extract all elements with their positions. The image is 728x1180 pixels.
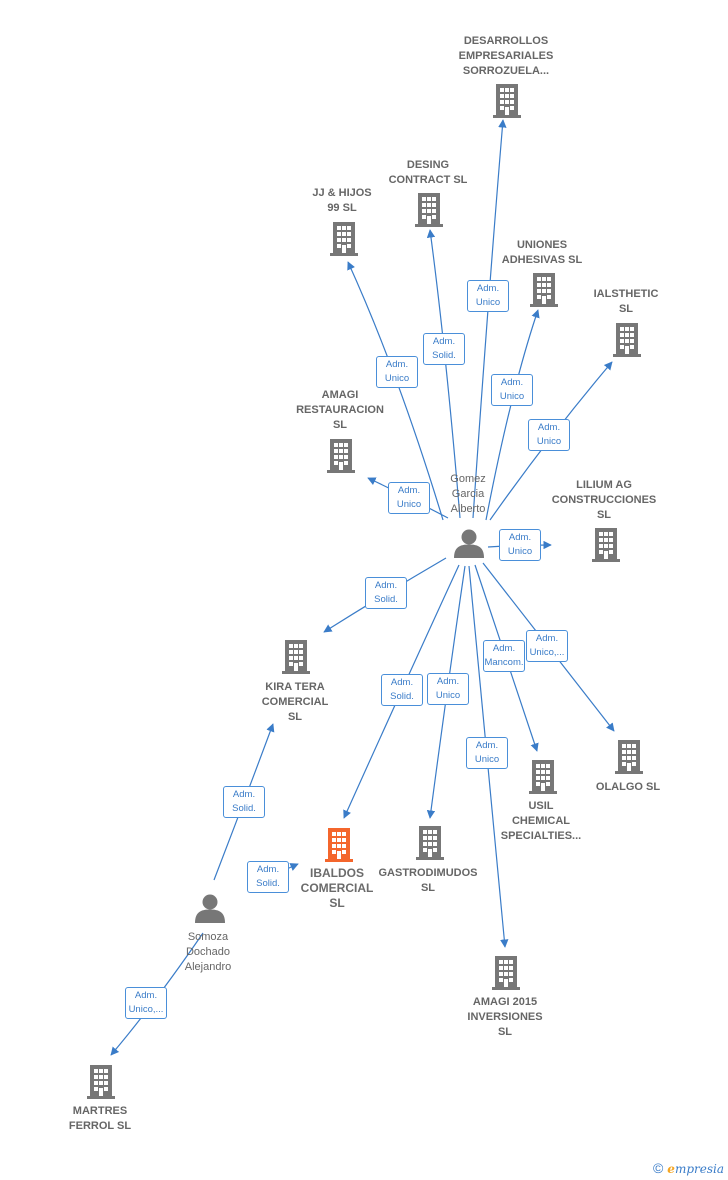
node-label-somoza[interactable]: Somoza Dochado Alejandro xyxy=(184,931,232,973)
building-icon-desing[interactable] xyxy=(415,193,443,227)
node-label-ibaldos[interactable]: IBALDOS COMERCIAL SL xyxy=(300,866,374,910)
edge-label-gomez-olalgo[interactable]: Adm. Unico,... xyxy=(526,630,568,662)
copyright-icon: © xyxy=(652,1160,664,1176)
node-label-kira[interactable]: KIRA TERA COMERCIAL SL xyxy=(261,681,329,723)
building-icon-jj[interactable] xyxy=(330,222,358,256)
building-icon-gastro[interactable] xyxy=(416,826,444,860)
building-icon-martres[interactable] xyxy=(87,1065,115,1099)
building-icon-uniones[interactable] xyxy=(530,273,558,307)
edge-label-gomez-lilium[interactable]: Adm. Unico xyxy=(499,529,541,561)
edge-label-somoza-kira[interactable]: Adm. Solid. xyxy=(223,786,265,818)
edge-label-somoza-martres[interactable]: Adm. Unico,... xyxy=(125,987,167,1019)
edge-label-gomez-jj[interactable]: Adm. Unico xyxy=(376,356,418,388)
edge-label-gomez-usil[interactable]: Adm. Mancom. xyxy=(483,640,525,672)
person-icon-gomez[interactable] xyxy=(454,529,484,559)
edge-label-gomez-desarrollos[interactable]: Adm. Unico xyxy=(467,280,509,312)
edge-label-gomez-amagi2015[interactable]: Adm. Unico xyxy=(466,737,508,769)
footer-brand[interactable]: ©empresia xyxy=(653,1160,724,1176)
node-label-ialsthetic[interactable]: IALSTHETIC SL xyxy=(593,288,659,315)
edge-label-gomez-amagi_rest[interactable]: Adm. Unico xyxy=(388,482,430,514)
node-label-uniones[interactable]: UNIONES ADHESIVAS SL xyxy=(501,239,583,266)
node-label-olalgo[interactable]: OLALGO SL xyxy=(595,781,661,793)
node-label-desarrollos[interactable]: DESARROLLOS EMPRESARIALES SORROZUELA... xyxy=(458,35,554,77)
edge-label-gomez-ibaldos[interactable]: Adm. Solid. xyxy=(381,674,423,706)
person-icon-somoza[interactable] xyxy=(195,894,225,924)
node-label-martres[interactable]: MARTRES FERROL SL xyxy=(68,1105,132,1132)
building-icon-usil[interactable] xyxy=(529,760,557,794)
edge-label-gomez-desing[interactable]: Adm. Solid. xyxy=(423,333,465,365)
building-icon-olalgo[interactable] xyxy=(615,740,643,774)
node-label-usil[interactable]: USIL CHEMICAL SPECIALTIES... xyxy=(500,800,582,842)
node-label-lilium[interactable]: LILIUM AG CONSTRUCCIONES SL xyxy=(551,479,657,521)
edge-label-gomez-ialsthetic[interactable]: Adm. Unico xyxy=(528,419,570,451)
node-label-gastro[interactable]: GASTRODIMUDOS SL xyxy=(378,867,478,894)
brand-logo: empresia xyxy=(667,1162,724,1176)
building-icon-ibaldos[interactable] xyxy=(325,828,353,862)
node-label-jj[interactable]: JJ & HIJOS 99 SL xyxy=(312,187,372,214)
building-icon-desarrollos[interactable] xyxy=(493,84,521,118)
building-icon-kira[interactable] xyxy=(282,640,310,674)
building-icon-ialsthetic[interactable] xyxy=(613,323,641,357)
node-label-desing[interactable]: DESING CONTRACT SL xyxy=(388,159,468,186)
building-icon-lilium[interactable] xyxy=(592,528,620,562)
building-icon-amagi2015[interactable] xyxy=(492,956,520,990)
node-label-amagi_rest[interactable]: AMAGI RESTAURACION SL xyxy=(296,389,384,431)
edge-label-gomez-uniones[interactable]: Adm. Unico xyxy=(491,374,533,406)
edge-label-gomez-gastro[interactable]: Adm. Unico xyxy=(427,673,469,705)
edge-label-somoza-ibaldos[interactable]: Adm. Solid. xyxy=(247,861,289,893)
edge-label-gomez-kira[interactable]: Adm. Solid. xyxy=(365,577,407,609)
building-icon-amagi_rest[interactable] xyxy=(327,439,355,473)
node-label-amagi2015[interactable]: AMAGI 2015 INVERSIONES SL xyxy=(467,996,543,1038)
node-label-gomez[interactable]: Gomez Garcia Alberto xyxy=(450,473,486,515)
